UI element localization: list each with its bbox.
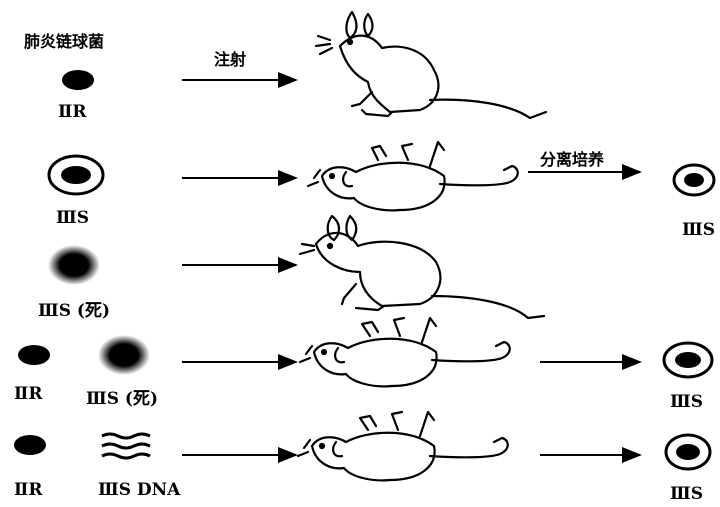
row4-r-bacterium-icon: [18, 345, 50, 365]
alive-mouse-icon: [300, 216, 544, 318]
r-bacterium-icon: [62, 70, 94, 90]
row5-r-bacterium-icon: [14, 435, 46, 455]
row5-result-s-bacterium-icon: [666, 435, 710, 469]
heat-killed-s-bacterium-icon: [48, 245, 100, 285]
dead-mouse-icon: [308, 142, 518, 210]
dead-mouse-icon: [298, 412, 508, 480]
row2-result-s-bacterium-icon: [674, 165, 714, 195]
dna-strands-icon: [102, 434, 150, 458]
alive-mouse-icon: [316, 12, 546, 118]
dead-mouse-icon: [300, 318, 510, 386]
s-bacterium-icon: [49, 156, 103, 194]
row4-heat-killed-s-icon: [98, 335, 150, 375]
row4-result-s-bacterium-icon: [664, 343, 712, 377]
